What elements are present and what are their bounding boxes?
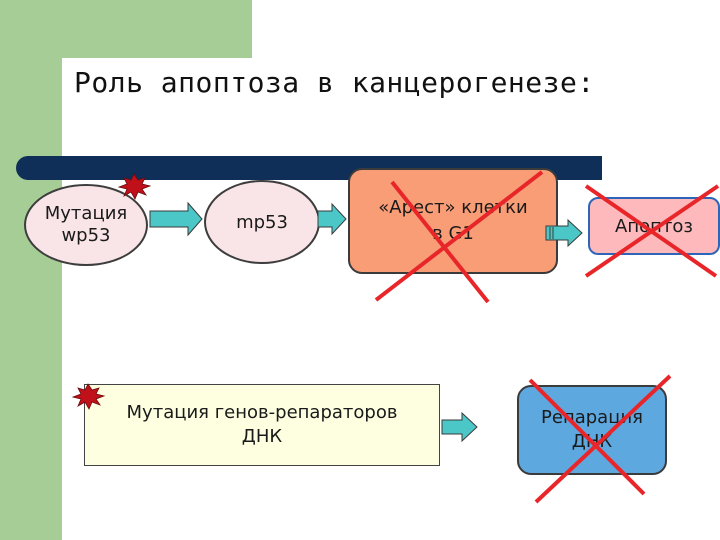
node-apoptosis: Апоптоз <box>588 197 720 255</box>
node-dna-repair: Репарация ДНК <box>517 385 667 475</box>
node-arrest-g1: «Арест» клетки в G1 <box>348 168 558 274</box>
node-mutation-wp53-line1: Мутация <box>44 203 128 224</box>
slide-title: Роль апоптоза в канцерогенезе: <box>74 66 595 99</box>
decor-green-left <box>0 0 62 540</box>
node-mutation-wp53-line2: wp53 <box>61 225 111 246</box>
node-apoptosis-label: Апоптоз <box>615 215 693 237</box>
node-dna-repair-line1: Репарация <box>541 407 643 428</box>
node-arrest-line2: в G1 <box>432 223 474 244</box>
node-repair-gene-mutation: Мутация генов-репараторов ДНК <box>84 384 440 466</box>
node-mutation-wp53: Мутация wp53 <box>24 184 148 266</box>
node-mp53: mp53 <box>204 180 320 264</box>
node-mp53-label: mp53 <box>236 211 288 233</box>
node-repair-gene-mutation-line1: Мутация генов-репараторов <box>126 402 398 423</box>
node-dna-repair-line2: ДНК <box>571 431 613 452</box>
node-arrest-line1: «Арест» клетки <box>378 197 528 218</box>
node-repair-gene-mutation-line2: ДНК <box>241 426 283 447</box>
